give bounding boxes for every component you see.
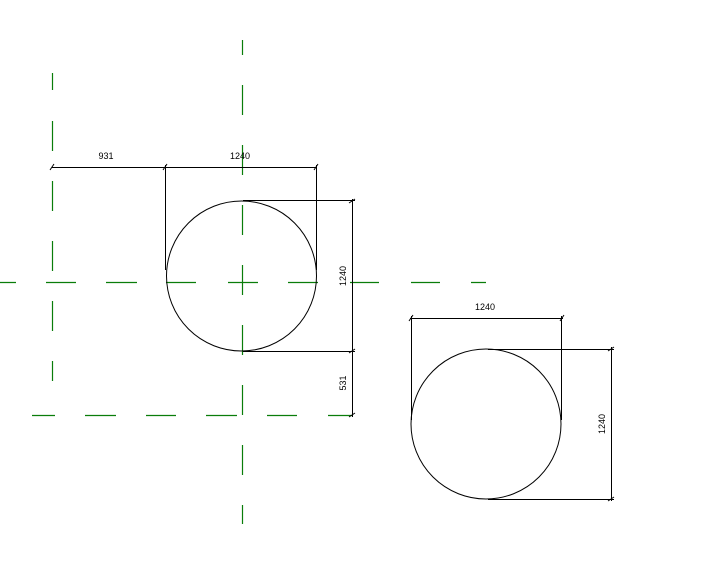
dim-label-circle1-width[interactable]: 1240 bbox=[230, 151, 250, 161]
dim-label-circle2-width[interactable]: 1240 bbox=[475, 302, 495, 312]
tick-mark bbox=[408, 314, 414, 322]
tick-mark bbox=[348, 348, 356, 354]
dim-label-circle1-height[interactable]: 1240 bbox=[338, 266, 348, 286]
tick-mark bbox=[559, 314, 565, 322]
tick-mark bbox=[607, 346, 615, 352]
dim-label-931[interactable]: 931 bbox=[98, 151, 113, 161]
dim-label-531[interactable]: 531 bbox=[338, 375, 348, 390]
dimension-labels: 931 1240 1240 531 1240 1240 bbox=[98, 151, 607, 434]
dimension-group-2 bbox=[408, 314, 615, 502]
tick-mark bbox=[348, 412, 356, 418]
geometry bbox=[166, 200, 562, 500]
column-circle-2[interactable] bbox=[410, 348, 562, 500]
tick-mark bbox=[162, 163, 168, 171]
dimension-group-1 bbox=[49, 163, 356, 418]
dim-label-circle2-height[interactable]: 1240 bbox=[597, 414, 607, 434]
grid-lines bbox=[0, 40, 486, 524]
tick-mark bbox=[348, 198, 356, 204]
tick-mark bbox=[49, 163, 55, 171]
column-circle-1[interactable] bbox=[166, 200, 317, 352]
tick-mark bbox=[313, 163, 319, 171]
tick-mark bbox=[607, 496, 615, 502]
